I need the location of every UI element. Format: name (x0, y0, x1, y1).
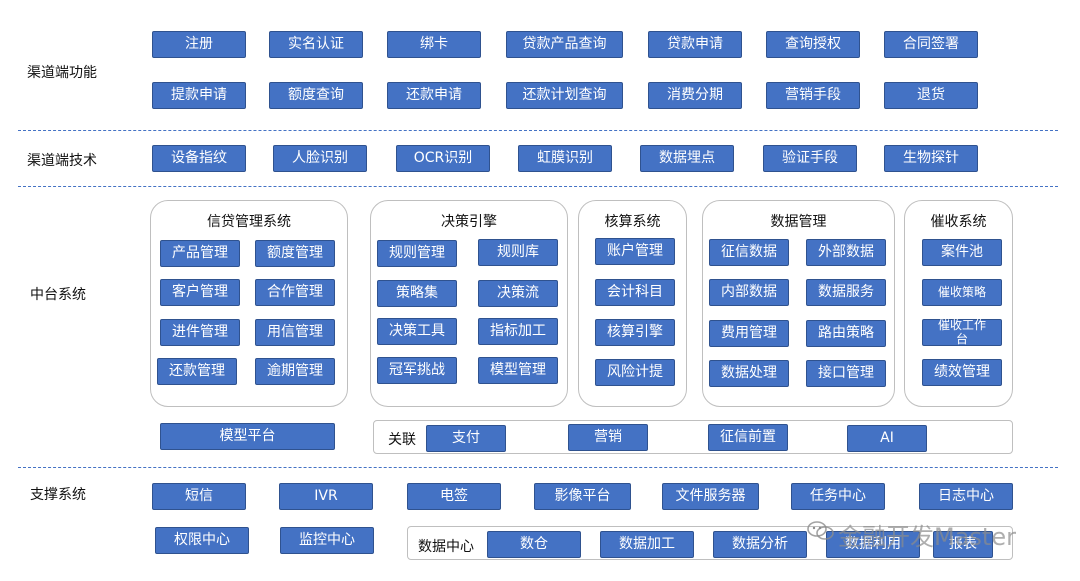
row-label-middle: 中台系统 (30, 287, 86, 303)
collection-module-button: 催收策略 (922, 279, 1002, 306)
accounting-module-button: 风险计提 (595, 359, 675, 386)
function-button: 还款计划查询 (506, 82, 623, 109)
data-module-button: 路由策略 (806, 320, 886, 347)
decision-module-button: 决策工具 (377, 318, 457, 345)
function-button: 贷款申请 (648, 31, 742, 58)
accounting-system-title: 核算系统 (604, 214, 661, 230)
tech-button: OCR识别 (396, 145, 490, 172)
collection-module-button: 绩效管理 (922, 359, 1002, 386)
credit-module-button: 额度管理 (255, 240, 335, 267)
data-center-button: 数仓 (487, 531, 581, 558)
data-center-button: 数据加工 (600, 531, 694, 558)
row-label-channel-tech: 渠道端技术 (27, 153, 97, 169)
function-button: 实名认证 (269, 31, 363, 58)
credit-module-button: 逾期管理 (255, 358, 335, 385)
tech-button: 设备指纹 (152, 145, 246, 172)
watermark-text: 金融开发Master (838, 523, 1016, 551)
decision-module-button: 指标加工 (478, 318, 558, 345)
data-center-button: 报表 (933, 531, 993, 558)
support-button: 监控中心 (280, 527, 374, 554)
credit-system-title: 信贷管理系统 (207, 214, 291, 230)
data-module-button: 征信数据 (709, 239, 789, 266)
collection-system-title: 催收系统 (930, 214, 987, 230)
function-button: 注册 (152, 31, 246, 58)
decision-module-button: 策略集 (377, 280, 457, 307)
data-center-button: 数据分析 (713, 531, 807, 558)
function-button: 额度查询 (269, 82, 363, 109)
row-label-support: 支撑系统 (30, 487, 86, 503)
data-module-button: 数据处理 (709, 360, 789, 387)
support-button: 影像平台 (534, 483, 631, 510)
data-module-button: 接口管理 (806, 360, 886, 387)
tech-button: 虹膜识别 (518, 145, 612, 172)
data-module-button: 内部数据 (709, 279, 789, 306)
collection-module-button: 案件池 (922, 239, 1002, 266)
collection-module-button: 催收工作台 (922, 319, 1002, 346)
support-button: 电签 (407, 483, 501, 510)
related-button: 支付 (426, 425, 506, 452)
data-module-button: 数据服务 (806, 279, 886, 306)
row-label-channel-functions: 渠道端功能 (27, 65, 97, 81)
function-button: 退货 (884, 82, 978, 109)
data-module-button: 外部数据 (806, 239, 886, 266)
related-button: 营销 (568, 424, 648, 451)
credit-module-button: 用信管理 (255, 319, 335, 346)
decision-module-button: 冠军挑战 (377, 357, 457, 384)
data-center-label: 数据中心 (418, 539, 474, 555)
related-button: 征信前置 (708, 424, 788, 451)
support-button: IVR (279, 483, 373, 510)
function-button: 绑卡 (387, 31, 481, 58)
function-button: 合同签署 (884, 31, 978, 58)
function-button: 消费分期 (648, 82, 742, 109)
section-divider (18, 467, 1058, 468)
function-button: 营销手段 (766, 82, 860, 109)
related-button: AI (847, 425, 927, 452)
data-management-title: 数据管理 (770, 214, 827, 230)
decision-module-button: 规则管理 (377, 240, 457, 267)
support-button: 权限中心 (155, 527, 249, 554)
tech-button: 验证手段 (763, 145, 857, 172)
model-platform-button: 模型平台 (160, 423, 335, 450)
decision-module-button: 规则库 (478, 239, 558, 266)
tech-button: 生物探针 (884, 145, 978, 172)
credit-module-button: 客户管理 (160, 279, 240, 306)
credit-module-button: 产品管理 (160, 240, 240, 267)
support-button: 任务中心 (791, 483, 885, 510)
decision-module-button: 模型管理 (478, 357, 558, 384)
wechat-icon (806, 519, 836, 543)
function-button: 贷款产品查询 (506, 31, 623, 58)
decision-engine-title: 决策引擎 (441, 214, 497, 230)
function-button: 还款申请 (387, 82, 481, 109)
section-divider (18, 186, 1058, 187)
support-button: 日志中心 (919, 483, 1013, 510)
credit-module-button: 进件管理 (160, 319, 240, 346)
credit-module-button: 合作管理 (255, 279, 335, 306)
accounting-module-button: 会计科目 (595, 279, 675, 306)
function-button: 查询授权 (766, 31, 860, 58)
support-button: 文件服务器 (662, 483, 759, 510)
tech-button: 数据埋点 (640, 145, 734, 172)
section-divider (18, 130, 1058, 131)
data-center-button: 数据利用 (826, 531, 920, 558)
support-button: 短信 (152, 483, 246, 510)
decision-module-button: 决策流 (478, 280, 558, 307)
data-module-button: 费用管理 (709, 320, 789, 347)
related-label: 关联 (388, 432, 416, 448)
function-button: 提款申请 (152, 82, 246, 109)
accounting-module-button: 核算引擎 (595, 319, 675, 346)
tech-button: 人脸识别 (273, 145, 367, 172)
accounting-module-button: 账户管理 (595, 238, 675, 265)
credit-module-button: 还款管理 (157, 358, 237, 385)
